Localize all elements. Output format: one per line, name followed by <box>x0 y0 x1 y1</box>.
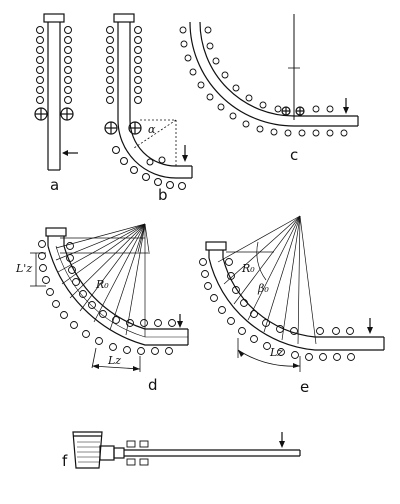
panel-f-tundish <box>72 431 103 469</box>
panel-b-mould <box>113 13 135 23</box>
panel-a-label: a <box>50 176 59 194</box>
panel-d-inner-rolls <box>66 242 176 327</box>
panel-c-strand-outer <box>189 21 358 127</box>
panel-d-label: d <box>148 376 158 394</box>
panel-c-cut-arrow <box>343 98 349 114</box>
panel-b-bending-caster <box>104 13 193 190</box>
panel-a-guide-rolls <box>36 26 72 104</box>
panel-b-pinch-rolls <box>104 121 142 135</box>
panel-b-bend-rolls <box>112 146 186 190</box>
panel-b-label: b <box>158 186 168 204</box>
panel-c-label: c <box>290 146 298 164</box>
panel-e-outer-rolls <box>199 258 355 361</box>
panel-e-cut-arrow <box>367 318 373 334</box>
panel-c-strand-inner <box>199 21 358 117</box>
panel-f-withdrawal-rolls <box>126 440 149 466</box>
panel-d-lz-prime-label: L'z <box>15 262 32 275</box>
panel-f-label: f <box>62 452 68 470</box>
panel-d-strand-outer <box>47 245 188 346</box>
panel-f-molten-metal <box>77 441 100 463</box>
panel-labels: a b c d e f <box>50 146 309 470</box>
panel-d-lz-label: Lz <box>107 354 121 367</box>
panel-d-strand-inner <box>63 245 188 330</box>
panel-e-beta-arc <box>256 241 267 281</box>
panel-d-radius-lines <box>55 223 150 337</box>
panel-a-pinch-rolls <box>34 107 74 121</box>
panel-b-angle-lines <box>133 119 177 166</box>
panel-e-radius-lines <box>217 215 317 345</box>
panel-f-horizontal-caster <box>72 431 301 469</box>
panel-d-ro-label: R₀ <box>95 278 109 291</box>
panel-e-label: e <box>300 378 309 396</box>
panel-e-strand-inner <box>222 257 384 338</box>
panel-c-inner-rolls <box>204 26 334 113</box>
panel-d-strand-center <box>55 245 188 338</box>
panel-c-curved-caster <box>179 14 359 137</box>
panel-c-outer-rolls <box>179 26 348 137</box>
panel-e-beta-label: β₀ <box>257 282 269 295</box>
panel-b-alpha-label: α <box>148 123 156 136</box>
panel-b-cut-arrow <box>182 145 188 162</box>
panel-f-cut-arrow <box>279 432 285 448</box>
panel-e-strand-outer <box>208 257 384 351</box>
panel-e-curved-caster <box>199 215 385 372</box>
panel-a-vertical-caster <box>34 13 78 171</box>
panel-e-mould <box>205 241 227 258</box>
panel-d-outer-rolls <box>38 240 173 355</box>
panel-d-mould <box>45 227 67 246</box>
panel-c-pinch-rolls <box>281 106 305 116</box>
panel-b-strand-inner <box>117 22 192 179</box>
dimension-annotations: α R₀ L'z Lz R₀ β₀ Lz <box>15 123 283 367</box>
panel-d-cut-arrow <box>177 314 183 328</box>
panel-d-lz-dimension <box>91 347 141 372</box>
panel-d-curved-caster <box>30 223 189 372</box>
panel-f-mould <box>99 445 125 461</box>
panel-e-inner-rolls <box>225 258 354 335</box>
panel-d-lz-prime-dimension <box>30 252 46 287</box>
panel-e-lz-dimension <box>237 338 301 372</box>
panel-e-ro-label: R₀ <box>241 262 255 275</box>
panel-e-lz-label: Lz <box>269 346 283 359</box>
panel-b-guide-rolls <box>106 26 142 104</box>
panel-a-mould <box>43 13 65 23</box>
panel-a-cut-arrow <box>62 150 78 156</box>
